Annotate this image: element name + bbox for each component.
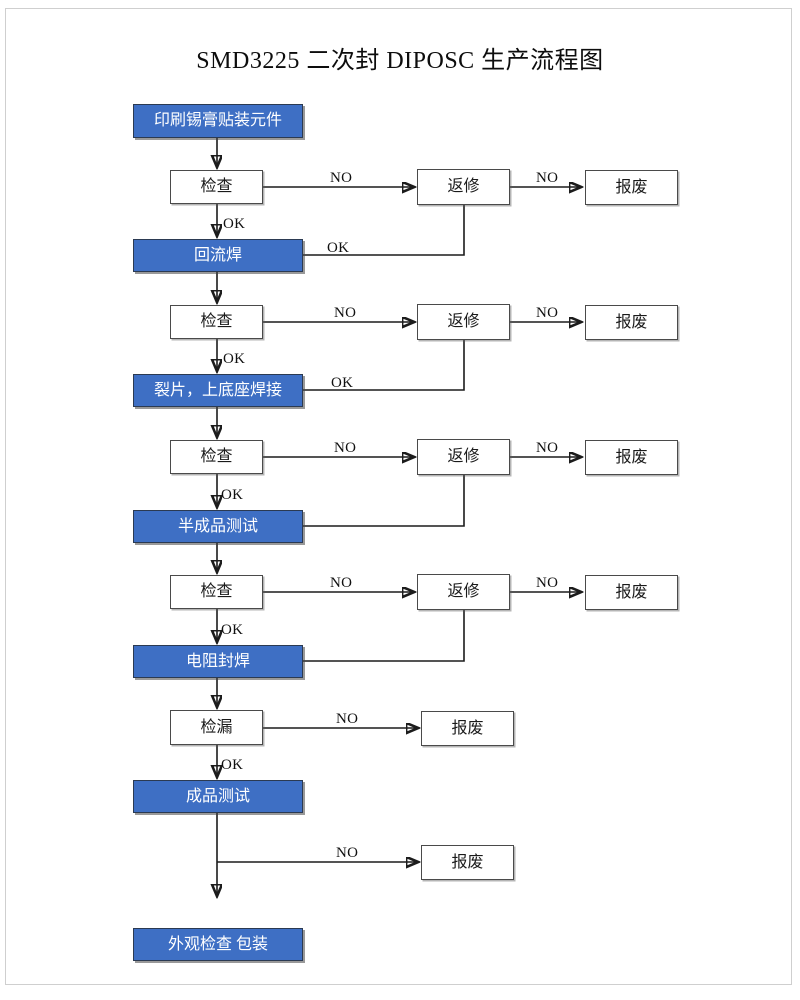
node-inspect-2[interactable]: 检查	[170, 305, 263, 339]
edge-label-final-no: NO	[336, 845, 359, 861]
node-leak-test[interactable]: 检漏	[170, 710, 263, 745]
edge-label-inspect1-ok: OK	[223, 216, 246, 232]
node-appearance-inspect-package[interactable]: 外观检查 包装	[133, 928, 303, 961]
node-print-solder-paste[interactable]: 印刷锡膏贴装元件	[133, 104, 303, 138]
node-label: 返修	[447, 583, 480, 600]
edge-label-rework2-ok: OK	[331, 375, 354, 391]
node-label: 检查	[200, 178, 233, 195]
edge-label-inspect3-no: NO	[334, 440, 357, 456]
edge-label-inspect1-no: NO	[330, 170, 353, 186]
node-label: 检查	[200, 313, 233, 330]
node-label: 报废	[451, 719, 484, 737]
edge-label-leak-no: NO	[336, 711, 359, 727]
edge-label-inspect3-ok: OK	[221, 487, 244, 503]
node-label: 电阻封焊	[185, 652, 250, 670]
node-die-split-base-weld[interactable]: 裂片，上底座焊接	[133, 374, 303, 407]
node-label: 报废	[615, 178, 648, 196]
node-rework-4[interactable]: 返修	[417, 574, 510, 610]
edge-label-rework1-ok: OK	[327, 240, 350, 256]
node-semi-finished-test[interactable]: 半成品测试	[133, 510, 303, 543]
node-rework-2[interactable]: 返修	[417, 304, 510, 340]
node-label: 报废	[615, 313, 648, 331]
node-scrap-2[interactable]: 报废	[585, 305, 678, 340]
edge-label-inspect4-no: NO	[330, 575, 353, 591]
node-inspect-3[interactable]: 检查	[170, 440, 263, 474]
node-label: 报废	[451, 853, 484, 871]
node-label: 返修	[447, 178, 480, 195]
node-rework-3[interactable]: 返修	[417, 439, 510, 475]
node-label: 成品测试	[185, 787, 250, 805]
page-title: SMD3225 二次封 DIPOSC 生产流程图	[196, 48, 604, 74]
wire-rework2-ok-dieattach	[303, 340, 465, 391]
node-scrap-4[interactable]: 报废	[585, 575, 678, 610]
node-label: 检查	[200, 448, 233, 465]
node-scrap-1[interactable]: 报废	[585, 170, 678, 205]
wire-rework4-ok-resistance	[303, 610, 465, 662]
node-label: 半成品测试	[177, 517, 258, 535]
node-resistance-seal-weld[interactable]: 电阻封焊	[133, 645, 303, 678]
node-label: 检查	[200, 583, 233, 600]
node-inspect-4[interactable]: 检查	[170, 575, 263, 609]
node-label: 回流焊	[193, 246, 242, 264]
edge-label-rework2-no: NO	[536, 305, 559, 321]
node-scrap-3[interactable]: 报废	[585, 440, 678, 475]
node-label: 外观检查 包装	[167, 935, 268, 953]
node-label: 返修	[447, 313, 480, 330]
wire-rework3-ok-semitest	[303, 475, 465, 527]
page-border	[5, 8, 792, 985]
node-final-product-test[interactable]: 成品测试	[133, 780, 303, 813]
edge-label-leak-ok: OK	[221, 757, 244, 773]
node-label: 报废	[615, 583, 648, 601]
node-rework-1[interactable]: 返修	[417, 169, 510, 205]
node-inspect-1[interactable]: 检查	[170, 170, 263, 204]
node-label: 印刷锡膏贴装元件	[153, 112, 282, 129]
node-label: 报废	[615, 448, 648, 466]
edge-label-rework4-no: NO	[536, 575, 559, 591]
edge-label-inspect4-ok: OK	[221, 622, 244, 638]
edge-label-rework3-no: NO	[536, 440, 559, 456]
edge-label-inspect2-no: NO	[334, 305, 357, 321]
edge-label-rework1-no: NO	[536, 170, 559, 186]
node-label: 裂片，上底座焊接	[153, 381, 282, 399]
node-reflow-soldering[interactable]: 回流焊	[133, 239, 303, 272]
node-label: 返修	[447, 448, 480, 465]
node-scrap-6[interactable]: 报废	[421, 845, 514, 880]
edge-label-inspect2-ok: OK	[223, 351, 246, 367]
node-label: 检漏	[200, 718, 233, 736]
node-scrap-5[interactable]: 报废	[421, 711, 514, 746]
